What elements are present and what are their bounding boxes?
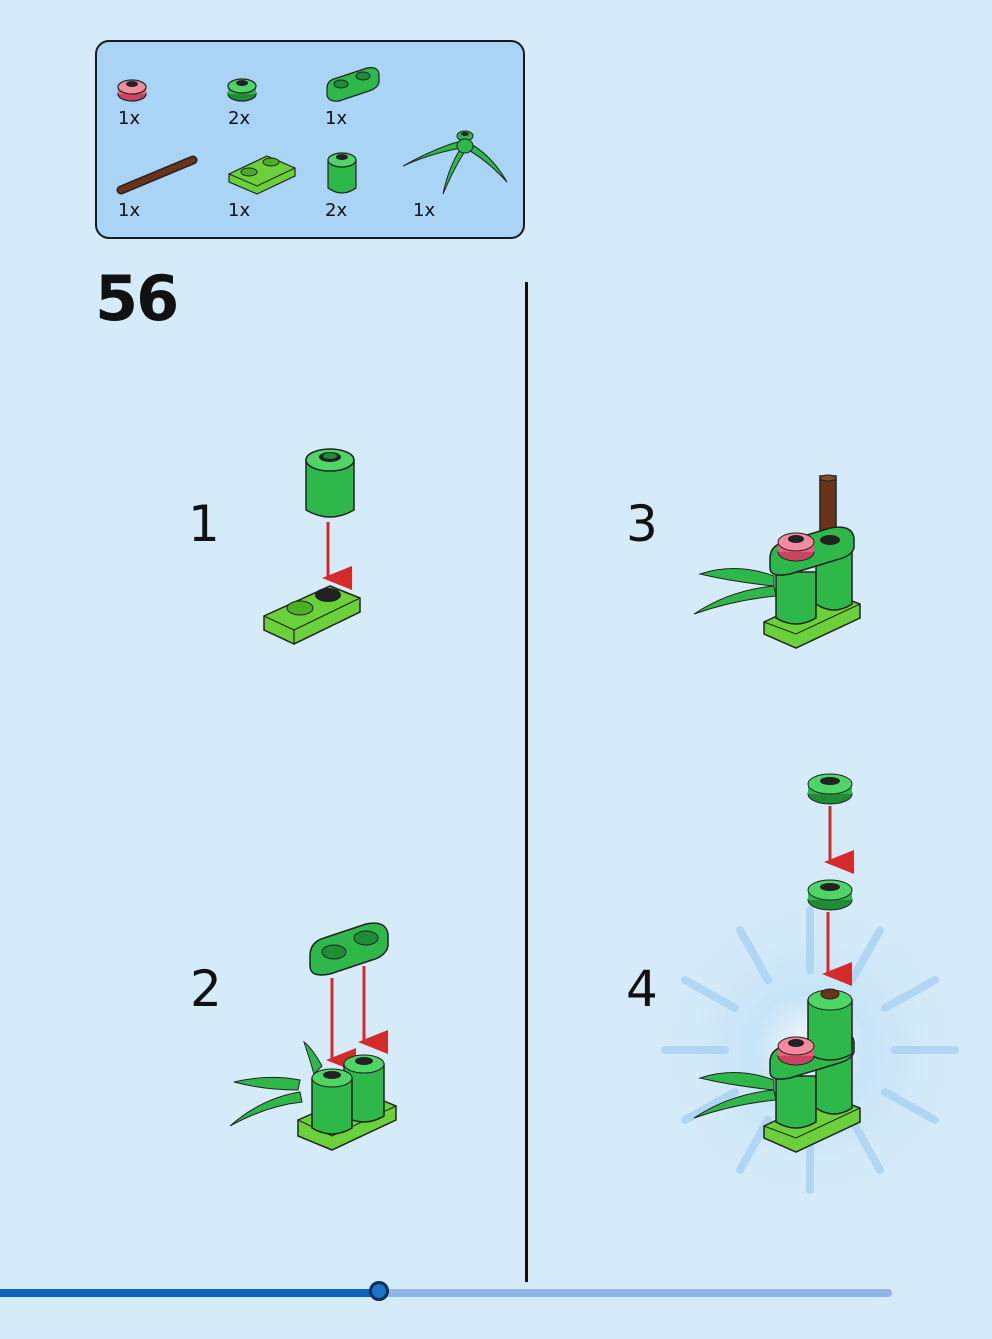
lime-1x2-plate-icon xyxy=(228,155,296,195)
progress-track[interactable] xyxy=(0,1289,892,1297)
part-qty: 2x xyxy=(228,108,251,129)
part-qty: 1x xyxy=(325,108,348,129)
step-2-illustration xyxy=(229,922,397,1151)
green-round-plate-icon xyxy=(227,78,257,102)
pink-round-plate-icon xyxy=(117,79,147,102)
part-qty: 1x xyxy=(118,108,141,129)
part-qty: 2x xyxy=(325,200,348,221)
part-qty: 1x xyxy=(413,200,436,221)
part-qty: 1x xyxy=(228,200,251,221)
step-1-illustration xyxy=(263,448,361,645)
part-qty: 1x xyxy=(118,200,141,221)
substep-number-3: 3 xyxy=(626,495,658,553)
green-plant-leaves-icon xyxy=(402,130,508,195)
progress-fill xyxy=(0,1289,379,1297)
column-divider xyxy=(525,282,528,1282)
step-4-illustration xyxy=(693,773,861,1153)
parts-list-box: 1x 2x 1x 1x 1x 2x 1x xyxy=(95,40,525,239)
substep-number-2: 2 xyxy=(190,960,222,1018)
step-number: 56 xyxy=(95,262,179,335)
step-3-illustration xyxy=(693,474,861,649)
green-round-brick-icon xyxy=(327,152,357,194)
green-1x2-plate-icon xyxy=(326,67,380,102)
substep-number-1: 1 xyxy=(188,495,220,553)
brown-bar-icon xyxy=(116,155,198,195)
progress-handle[interactable] xyxy=(369,1281,389,1301)
